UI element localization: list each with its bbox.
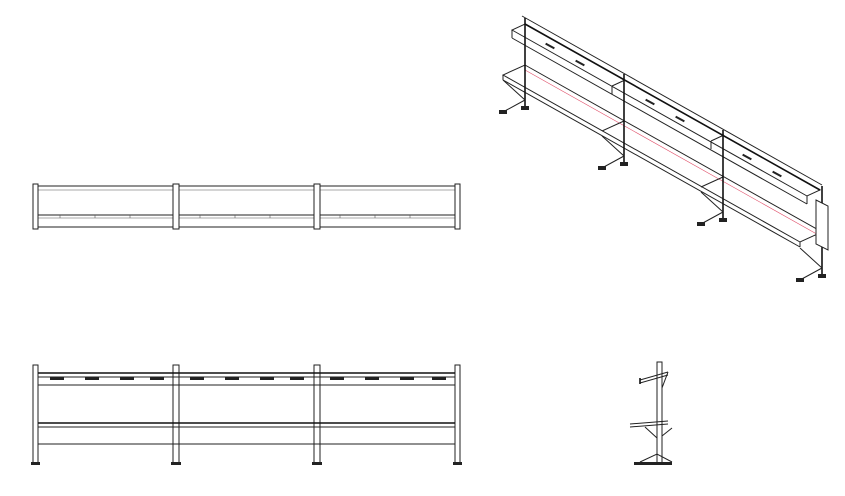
top-view-ticks	[59, 215, 411, 218]
side-view-top-shelf	[639, 371, 669, 381]
side-view-top-bracket	[661, 371, 669, 389]
front-view-post-1	[172, 364, 180, 464]
top-view-post-1	[172, 183, 180, 230]
side-view-work-surface-underside	[629, 423, 669, 428]
front-view-feet	[31, 462, 462, 465]
iso-feet	[502, 79, 823, 281]
side-view-brace	[661, 427, 673, 437]
front-view-brackets	[50, 377, 446, 380]
top-view-post-2	[313, 183, 321, 230]
iso-work-surface	[501, 64, 824, 243]
front-view	[31, 364, 462, 465]
side-view-lower-bracket	[644, 426, 658, 446]
front-view-post-right	[454, 364, 461, 464]
iso-accent-line	[524, 69, 823, 238]
iso-upper-shelf-front-edge	[511, 37, 808, 205]
iso-upper-brackets	[545, 42, 782, 178]
top-view	[32, 183, 461, 230]
iso-top-rail	[521, 15, 823, 186]
isometric-view	[499, 15, 829, 282]
iso-work-surface-front-edge	[502, 79, 801, 248]
iso-end-panel	[815, 199, 829, 251]
top-view-outline	[35, 185, 459, 228]
iso-back-rail	[524, 23, 821, 191]
side-view-foot-gusset	[639, 453, 673, 463]
top-view-post-left	[32, 183, 39, 230]
iso-upper-shelf	[510, 23, 822, 197]
iso-foot-pads	[499, 106, 826, 282]
top-view-post-right	[454, 183, 461, 230]
side-view-work-surface	[629, 420, 669, 425]
side-view-top-shelf-underside	[639, 374, 669, 384]
front-view-post-2	[313, 364, 321, 464]
side-view	[629, 361, 673, 465]
side-view-foot	[634, 462, 672, 465]
front-view-post-left	[32, 364, 39, 464]
